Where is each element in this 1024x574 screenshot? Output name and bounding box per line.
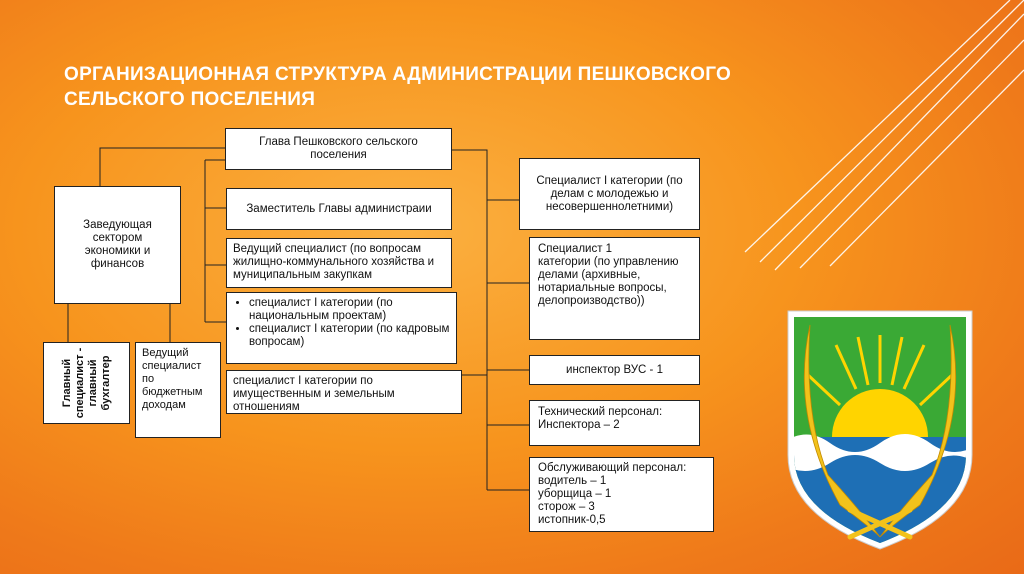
spec-personnel-item: специалист I категории (по кадровым вопр… bbox=[249, 323, 452, 349]
head-box: Глава Пешковского сельского поселения bbox=[225, 128, 452, 170]
title-line-1: Организационная структура администрации … bbox=[64, 64, 732, 85]
service-staff-line4: сторож – 3 bbox=[538, 501, 595, 513]
spec-property-label: специалист I категории по имущественным … bbox=[233, 375, 395, 413]
lead-budget-box: Ведущий специалист по бюджетным доходам bbox=[135, 342, 221, 438]
tech-staff-box: Технический персонал: Инспектора – 2 bbox=[529, 400, 700, 446]
spec-national-item: специалист I категории (по национальным … bbox=[249, 297, 452, 323]
spec-management-line1: Специалист 1 bbox=[538, 243, 613, 255]
service-staff-line2: водитель – 1 bbox=[538, 475, 607, 487]
sector-head-label: Заведующая сектором экономики и финансов bbox=[83, 219, 152, 270]
lead-housing-label: Ведущий специалист (по вопросам жилищно-… bbox=[233, 243, 435, 281]
spec-property-box: специалист I категории по имущественным … bbox=[226, 370, 462, 414]
service-staff-line3: уборщица – 1 bbox=[538, 488, 612, 500]
inspector-vus-box: инспектор ВУС - 1 bbox=[529, 355, 700, 385]
tech-staff-line1: Технический персонал: bbox=[538, 406, 663, 418]
spec-youth-label: Специалист I категории (по делам с молод… bbox=[536, 174, 683, 213]
lead-housing-box: Ведущий специалист (по вопросам жилищно-… bbox=[226, 238, 452, 288]
title-line-2: сельского поселения bbox=[64, 89, 316, 110]
lead-budget-label: Ведущий специалист по бюджетным доходам bbox=[142, 347, 203, 411]
service-staff-line5: истопник-0,5 bbox=[538, 514, 606, 526]
specialists-list: специалист I категории (по национальным … bbox=[231, 297, 452, 349]
chief-accountant-label: Главный специалист - главный бухгалтер bbox=[60, 347, 112, 419]
inspector-vus-label: инспектор ВУС - 1 bbox=[566, 363, 663, 376]
spec-management-box: Специалист 1 категории (по управлению де… bbox=[529, 237, 700, 340]
sector-head-box: Заведующая сектором экономики и финансов bbox=[54, 186, 181, 304]
deputy-box: Заместитель Главы администраии bbox=[226, 188, 452, 230]
service-staff-line1: Обслуживающий персонал: bbox=[538, 462, 687, 474]
page-title: Организационная структура администрации … bbox=[64, 62, 824, 112]
spec-management-line2: категории (по управлению делами (архивны… bbox=[538, 256, 679, 307]
spec-youth-box: Специалист I категории (по делам с молод… bbox=[519, 158, 700, 230]
deputy-label: Заместитель Главы администраии bbox=[246, 202, 432, 215]
tech-staff-line2: Инспектора – 2 bbox=[538, 419, 620, 431]
service-staff-box: Обслуживающий персонал: водитель – 1 убо… bbox=[529, 457, 714, 532]
coat-of-arms-icon bbox=[787, 310, 973, 550]
chief-accountant-box: Главный специалист - главный бухгалтер bbox=[43, 342, 130, 424]
specialists-box: специалист I категории (по национальным … bbox=[226, 292, 457, 364]
head-label: Глава Пешковского сельского поселения bbox=[259, 136, 418, 161]
